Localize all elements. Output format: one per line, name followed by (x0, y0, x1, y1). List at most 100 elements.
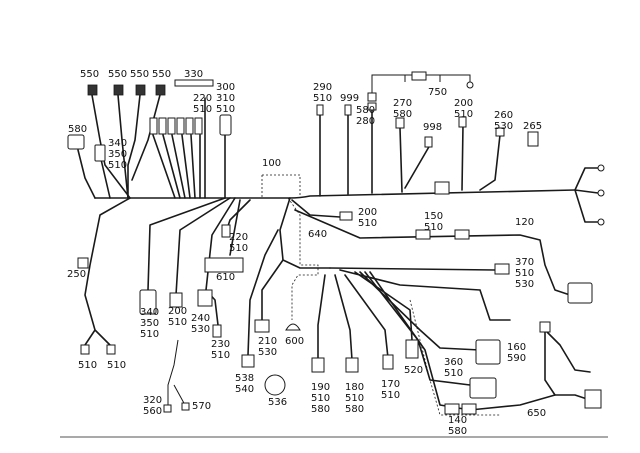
sensor-200-top (458, 116, 467, 128)
callout-label-200-510-low: 510 (168, 317, 187, 328)
connector-block-fan (152, 134, 201, 199)
callout-label-230-510: 510 (211, 350, 230, 361)
callout-label-580-left: 580 (68, 124, 87, 135)
callout-label-180-510-580: 510 (345, 393, 364, 404)
branch-538 (247, 229, 279, 356)
callout-label-240-530: 530 (191, 324, 210, 335)
callout-label-510a: 510 (78, 360, 97, 371)
branch-370 (329, 267, 496, 271)
callout-label-360-510: 510 (444, 368, 463, 379)
callout-label-300-310-510: 510 (216, 104, 235, 115)
callout-label-190-510-580: 190 (311, 382, 330, 393)
branch-650-up (544, 329, 591, 396)
callout-label-650: 650 (527, 408, 546, 419)
branch-520 (354, 271, 413, 341)
branch-200-low (175, 197, 231, 296)
callout-label-210-530: 530 (258, 347, 277, 358)
branch-998 (404, 144, 431, 189)
connector-340-top (94, 144, 106, 162)
callout-label-265: 265 (523, 121, 542, 132)
branch-210 (261, 259, 284, 321)
fuse-box-610 (204, 257, 244, 273)
connector-580-top (367, 92, 377, 102)
harness-100-outline (261, 174, 301, 198)
callout-label-220-510-top: 220 (193, 93, 212, 104)
callout-label-998: 998 (423, 122, 442, 133)
branch-190 (317, 274, 326, 361)
terminal-750 (466, 81, 474, 89)
control-unit-120 (567, 282, 593, 304)
connector-538 (241, 354, 255, 368)
callout-label-200-510-low: 200 (168, 306, 187, 317)
connector-320 (163, 404, 172, 413)
connector-210 (254, 319, 270, 333)
callout-label-220-510-mid: 220 (229, 232, 248, 243)
connector-200-low (169, 292, 183, 308)
callout-label-999: 999 (340, 93, 359, 104)
callout-label-536: 536 (268, 397, 287, 408)
connector-140b (461, 403, 477, 415)
connector-650-top (539, 321, 551, 333)
callout-label-600: 600 (285, 336, 304, 347)
callout-label-190-510-580: 510 (311, 393, 330, 404)
callout-label-140-580: 140 (448, 415, 467, 426)
callout-label-160-590: 590 (507, 353, 526, 364)
callout-label-200-510-mid: 510 (358, 218, 377, 229)
sensor-999 (344, 104, 352, 116)
branch-360 (364, 271, 471, 386)
connector-650 (584, 389, 602, 409)
callout-label-340-350-510-top: 510 (108, 160, 127, 171)
callout-label-300-310-510: 300 (216, 82, 235, 93)
callout-label-330: 330 (184, 69, 203, 80)
connector-280 (367, 102, 377, 111)
callout-label-120: 120 (515, 217, 534, 228)
callout-label-580-280: 580 (356, 105, 375, 116)
callout-label-340-350-510-top: 340 (108, 138, 127, 149)
connector-510b (106, 344, 116, 355)
connector-340-low (139, 289, 157, 315)
left-branch-550c (127, 94, 141, 199)
connector-block-row (149, 117, 203, 135)
callout-label-520: 520 (404, 365, 423, 376)
callout-label-220-510-mid: 510 (229, 243, 248, 254)
callout-label-538-540: 540 (235, 384, 254, 395)
callout-label-370-510-530: 370 (515, 257, 534, 268)
left-branch-580 (77, 149, 96, 199)
callout-label-270-580: 580 (393, 109, 412, 120)
left-branch-550d (131, 94, 161, 181)
connector-170 (382, 354, 394, 370)
branch-320 (167, 339, 186, 406)
sensor-290 (316, 104, 324, 116)
callout-label-550d: 550 (152, 69, 171, 80)
callout-label-370-510-530: 510 (515, 268, 534, 279)
callout-label-340-350-510-low: 510 (140, 329, 159, 340)
callout-label-150-510: 510 (424, 222, 443, 233)
connector-265 (527, 131, 539, 147)
harness-640-outline (287, 197, 319, 320)
callout-label-250: 250 (67, 269, 86, 280)
callout-label-230-510: 230 (211, 339, 230, 350)
ring-terminal-2 (597, 189, 605, 197)
callout-label-340-350-510-top: 350 (108, 149, 127, 160)
connector-140a (444, 403, 460, 415)
callout-label-360-510: 360 (444, 357, 463, 368)
connector-220-mid (221, 224, 231, 238)
callout-label-580-280: 280 (356, 116, 375, 127)
connector-260 (495, 127, 505, 137)
branch-340-low (147, 197, 226, 291)
callout-label-570: 570 (192, 401, 211, 412)
callout-label-290-510: 510 (313, 93, 332, 104)
callout-label-150-510: 150 (424, 211, 443, 222)
callout-label-510b: 510 (107, 360, 126, 371)
connector-strip-330 (174, 79, 214, 87)
callout-label-260-530: 260 (494, 110, 513, 121)
connector-550c (135, 84, 146, 96)
connector-180 (345, 357, 359, 373)
callout-label-300-310-510: 310 (216, 93, 235, 104)
callout-label-180-510-580: 580 (345, 404, 364, 415)
connector-510a (80, 344, 90, 355)
callout-label-550c: 550 (130, 69, 149, 80)
connector-570 (181, 402, 190, 411)
connector-300 (219, 114, 232, 136)
